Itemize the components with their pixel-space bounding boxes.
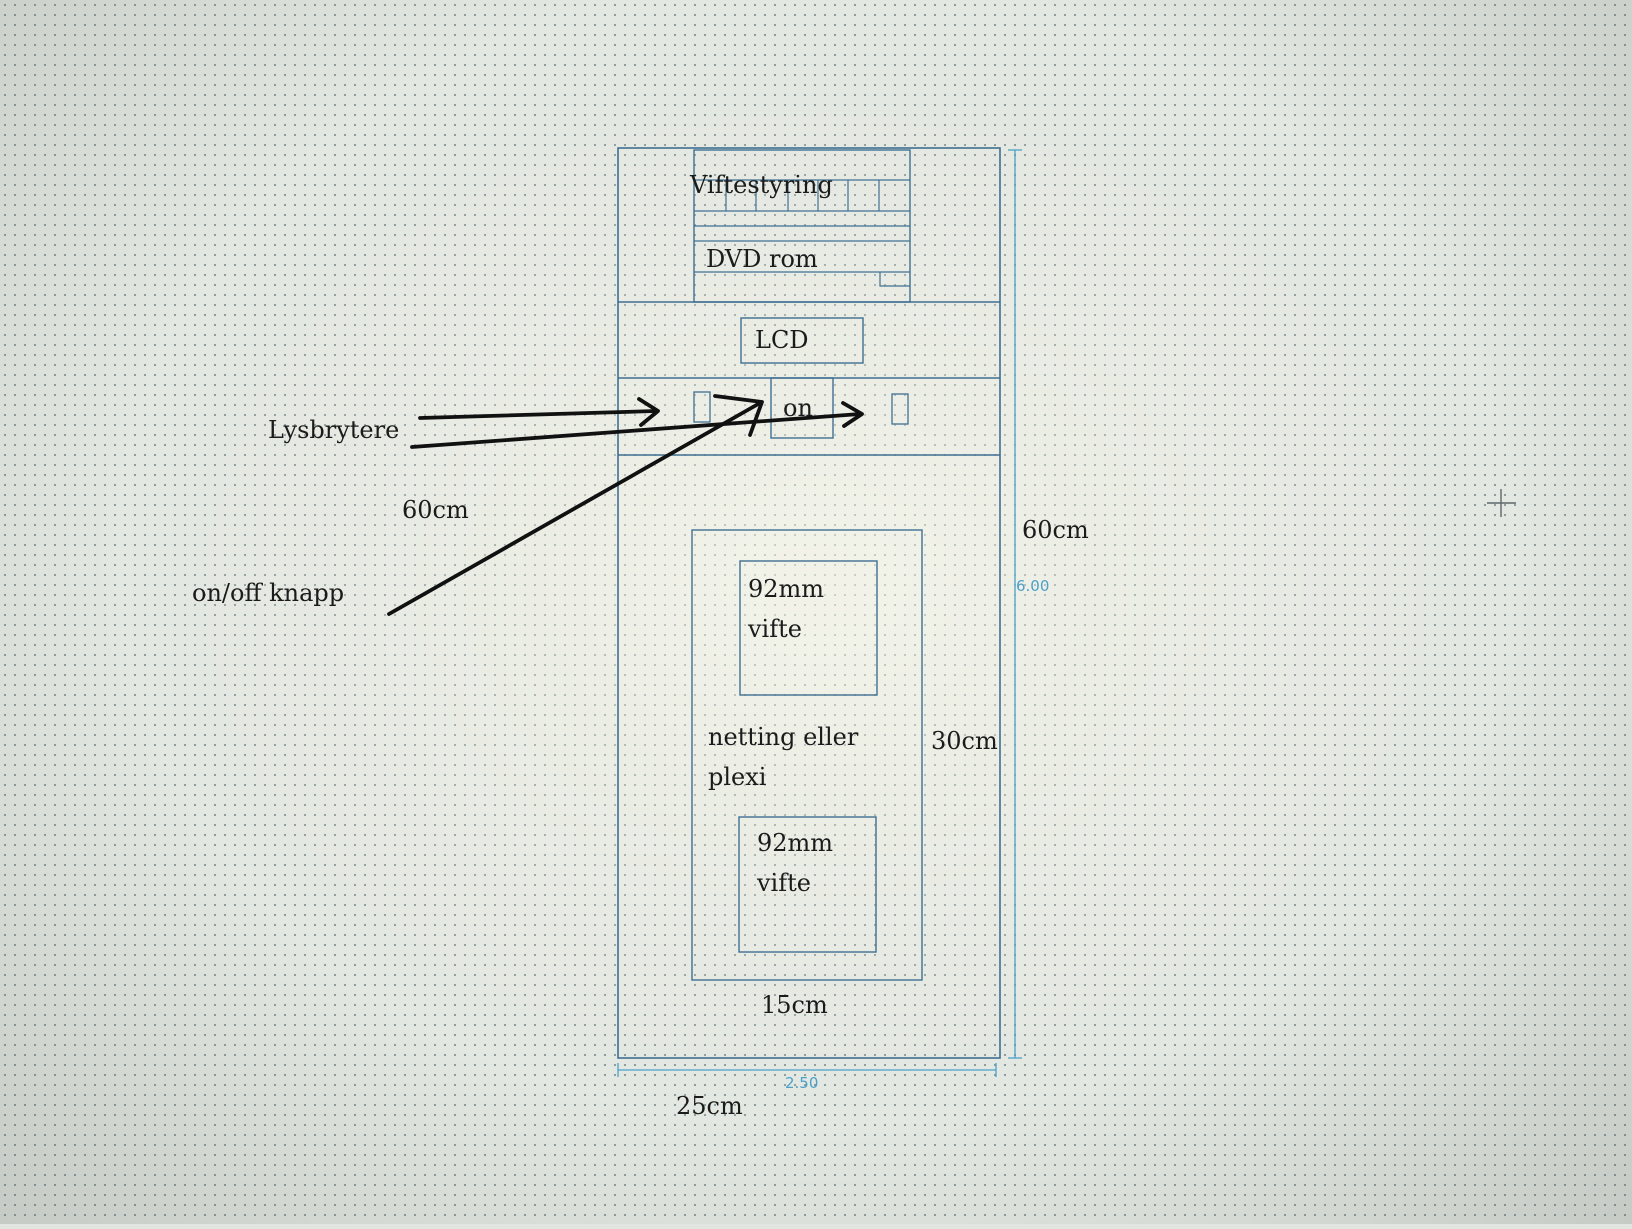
annotation-arrows xyxy=(387,394,864,616)
arrow-head xyxy=(841,401,864,428)
label-lysbrytere: Lysbrytere xyxy=(268,416,399,444)
arrow-head xyxy=(637,397,660,427)
height-dimension-value: 6.00 xyxy=(1016,577,1049,595)
power-button xyxy=(770,377,834,439)
label-bottom-25cm: 25cm xyxy=(676,1092,743,1120)
arrow-on-off xyxy=(387,401,762,616)
label-inner-width: 15cm xyxy=(761,991,828,1019)
case-outline xyxy=(617,147,1001,1059)
light-switch-left xyxy=(693,391,711,423)
arrow-lysbrytere-right xyxy=(410,412,862,449)
label-lcd: LCD xyxy=(755,326,809,354)
label-plexi: plexi xyxy=(708,763,767,791)
width-dimension-value: 2.50 xyxy=(785,1074,818,1092)
crosshair-cursor-icon xyxy=(1487,489,1516,517)
label-viftestyring: Viftestyring xyxy=(689,171,833,199)
mesh-panel xyxy=(691,529,923,981)
label-inner-height: 30cm xyxy=(931,727,998,755)
lcd-screen xyxy=(740,317,864,364)
label-fan-top-name: vifte xyxy=(747,615,802,643)
label-netting: netting eller xyxy=(708,723,859,751)
dvd-eject-notch xyxy=(879,272,910,287)
label-fan-bottom-name: vifte xyxy=(756,869,811,897)
label-left-60cm: 60cm xyxy=(402,496,469,524)
arrow-head xyxy=(713,394,764,437)
arrow-lysbrytere-left xyxy=(418,409,658,420)
label-on-off-knapp: on/off knapp xyxy=(192,579,344,607)
fan-top xyxy=(739,560,878,696)
light-switch-right xyxy=(891,393,909,425)
label-fan-top-size: 92mm xyxy=(748,575,824,603)
label-right-60cm: 60cm xyxy=(1022,516,1089,544)
label-dvd-rom: DVD rom xyxy=(706,245,818,273)
label-fan-bottom-size: 92mm xyxy=(757,829,833,857)
fan-bottom xyxy=(738,816,877,953)
